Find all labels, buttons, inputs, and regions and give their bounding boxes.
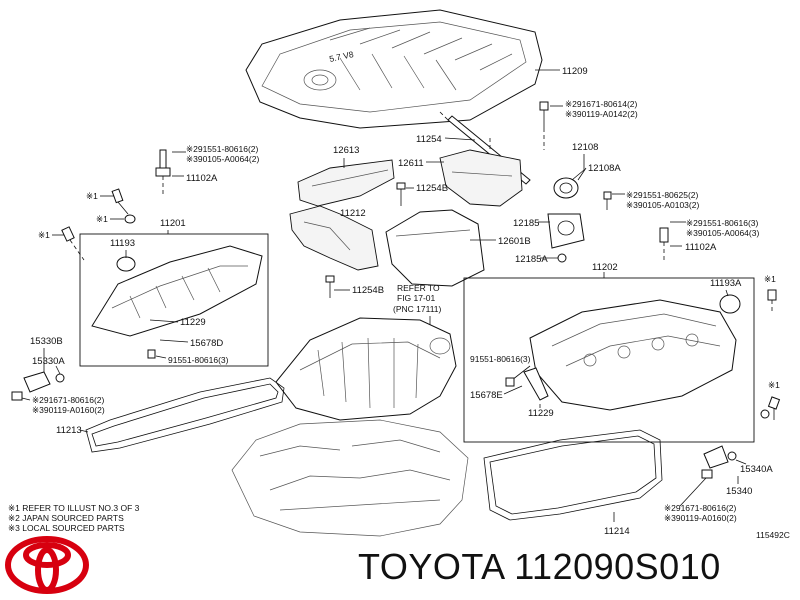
label-11229-right: 11229 [528, 408, 554, 419]
refer-line-3: (PNC 17111) [393, 304, 442, 314]
cylinder-head-cover-left-part [91, 245, 263, 337]
label-390105-A0064-right: ※390105-A0064(3) [686, 228, 759, 238]
label-390119-A0142: ※390119-A0142(2) [565, 109, 638, 119]
label-291551-80616-left: ※291551-80616(2) [186, 144, 259, 154]
marker-1-r1: ※1 [764, 274, 776, 284]
insulator-12611-part [439, 149, 523, 207]
label-12108A: 12108A [588, 163, 621, 174]
cover-12601b-part [385, 209, 485, 287]
label-11254: 11254 [416, 134, 442, 145]
label-12601B: 12601B [498, 236, 531, 247]
label-11209: 11209 [562, 66, 588, 77]
label-390119-A0160-right: ※390119-A0160(2) [664, 513, 737, 523]
wire-15678e-part [523, 367, 549, 401]
insulator-12613-part [297, 159, 395, 207]
label-15330B: 15330B [30, 336, 63, 347]
bolt-left-c-part [61, 226, 85, 261]
oil-control-valve-right-part [701, 445, 737, 479]
label-11213: 11213 [56, 425, 82, 436]
bolt-11254b-top-part [396, 182, 406, 206]
label-12185A: 12185A [515, 254, 548, 265]
label-390105-A0103: ※390105-A0103(2) [626, 200, 699, 210]
sensor-right-part [659, 227, 669, 262]
refer-line-1: REFER TO [397, 283, 440, 293]
bolt-left-a-part [111, 188, 129, 215]
label-11254B-mid: 11254B [352, 285, 384, 296]
label-390105-A0064-left: ※390105-A0064(2) [186, 154, 259, 164]
label-291551-80625: ※291551-80625(2) [626, 190, 699, 200]
logo-horizontal-ring [23, 542, 71, 568]
legend-note-3: ※3 LOCAL SOURCED PARTS [8, 523, 125, 533]
label-390119-A0160-left: ※390119-A0160(2) [32, 405, 105, 415]
label-91551-80616-right: 91551-80616(3) [470, 354, 531, 364]
label-291671-80616-right: ※291671-80616(2) [664, 503, 737, 513]
label-11201: 11201 [160, 218, 186, 229]
label-11102A-left: 11102A [186, 173, 218, 184]
label-11212: 11212 [340, 208, 366, 219]
label-12611: 12611 [398, 158, 424, 169]
washer-left-part [124, 214, 136, 224]
box-11201 [79, 233, 269, 367]
label-291671-80614: ※291671-80614(2) [565, 99, 638, 109]
bolt-91551-right-part [505, 377, 515, 387]
oil-control-valve-left-part [11, 371, 65, 401]
sensor-left-part [155, 149, 171, 196]
label-15678D: 15678D [190, 338, 223, 349]
label-291551-80616-right: ※291551-80616(3) [686, 218, 759, 228]
logo-vertical-ring [35, 547, 59, 593]
gasket-11214-part [483, 429, 663, 521]
cover-bolt-part [539, 101, 549, 150]
bolt-right-1-part [767, 289, 777, 314]
gasket-11213-part [85, 377, 285, 453]
label-11102A-right: 11102A [685, 242, 717, 253]
label-11229-left: 11229 [180, 317, 206, 328]
outlet-bolt-part [603, 191, 612, 210]
label-11254B-top: 11254B [416, 183, 448, 194]
toyota-logo [5, 536, 89, 594]
legend-note-2: ※2 JAPAN SOURCED PARTS [8, 513, 124, 523]
illustration-code: 115492C [756, 530, 790, 540]
marker-1-r2: ※1 [768, 380, 780, 390]
engine-cover-part: 5.7 V8 [245, 9, 560, 129]
box-11202 [463, 277, 755, 443]
label-15340A: 15340A [740, 464, 773, 475]
intake-manifold-part [275, 317, 457, 421]
label-15678E: 15678E [470, 390, 503, 401]
engine-block-outline [231, 419, 469, 537]
refer-line-2: FIG 17-01 [397, 293, 436, 303]
brand-part-number-title: TOYOTA 112090S010 [358, 546, 721, 587]
label-11214: 11214 [604, 526, 630, 537]
label-12108: 12108 [572, 142, 598, 153]
label-11193A: 11193A [710, 278, 742, 289]
bolt-11254b-mid-part [325, 275, 335, 298]
marker-1-a: ※1 [86, 191, 98, 201]
legend-note-1: ※1 REFER TO ILLUST NO.3 OF 3 [8, 503, 140, 513]
cylinder-head-cover-right-part [529, 294, 741, 411]
label-12613: 12613 [333, 145, 359, 156]
water-outlet-12108-part [547, 177, 585, 263]
label-15330A: 15330A [32, 356, 65, 367]
label-11202: 11202 [592, 262, 618, 273]
bolt-91551-left-part [147, 349, 156, 359]
marker-1-c: ※1 [38, 230, 50, 240]
bolt-right-2-part [760, 396, 781, 420]
insulator-11212-part [289, 205, 379, 271]
marker-1-b: ※1 [96, 214, 108, 224]
label-11193-left: 11193 [110, 238, 135, 249]
label-15340: 15340 [726, 486, 752, 497]
label-91551-80616-left: 91551-80616(3) [168, 355, 229, 365]
label-12185: 12185 [513, 218, 539, 229]
label-291671-80616-left: ※291671-80616(2) [32, 395, 105, 405]
